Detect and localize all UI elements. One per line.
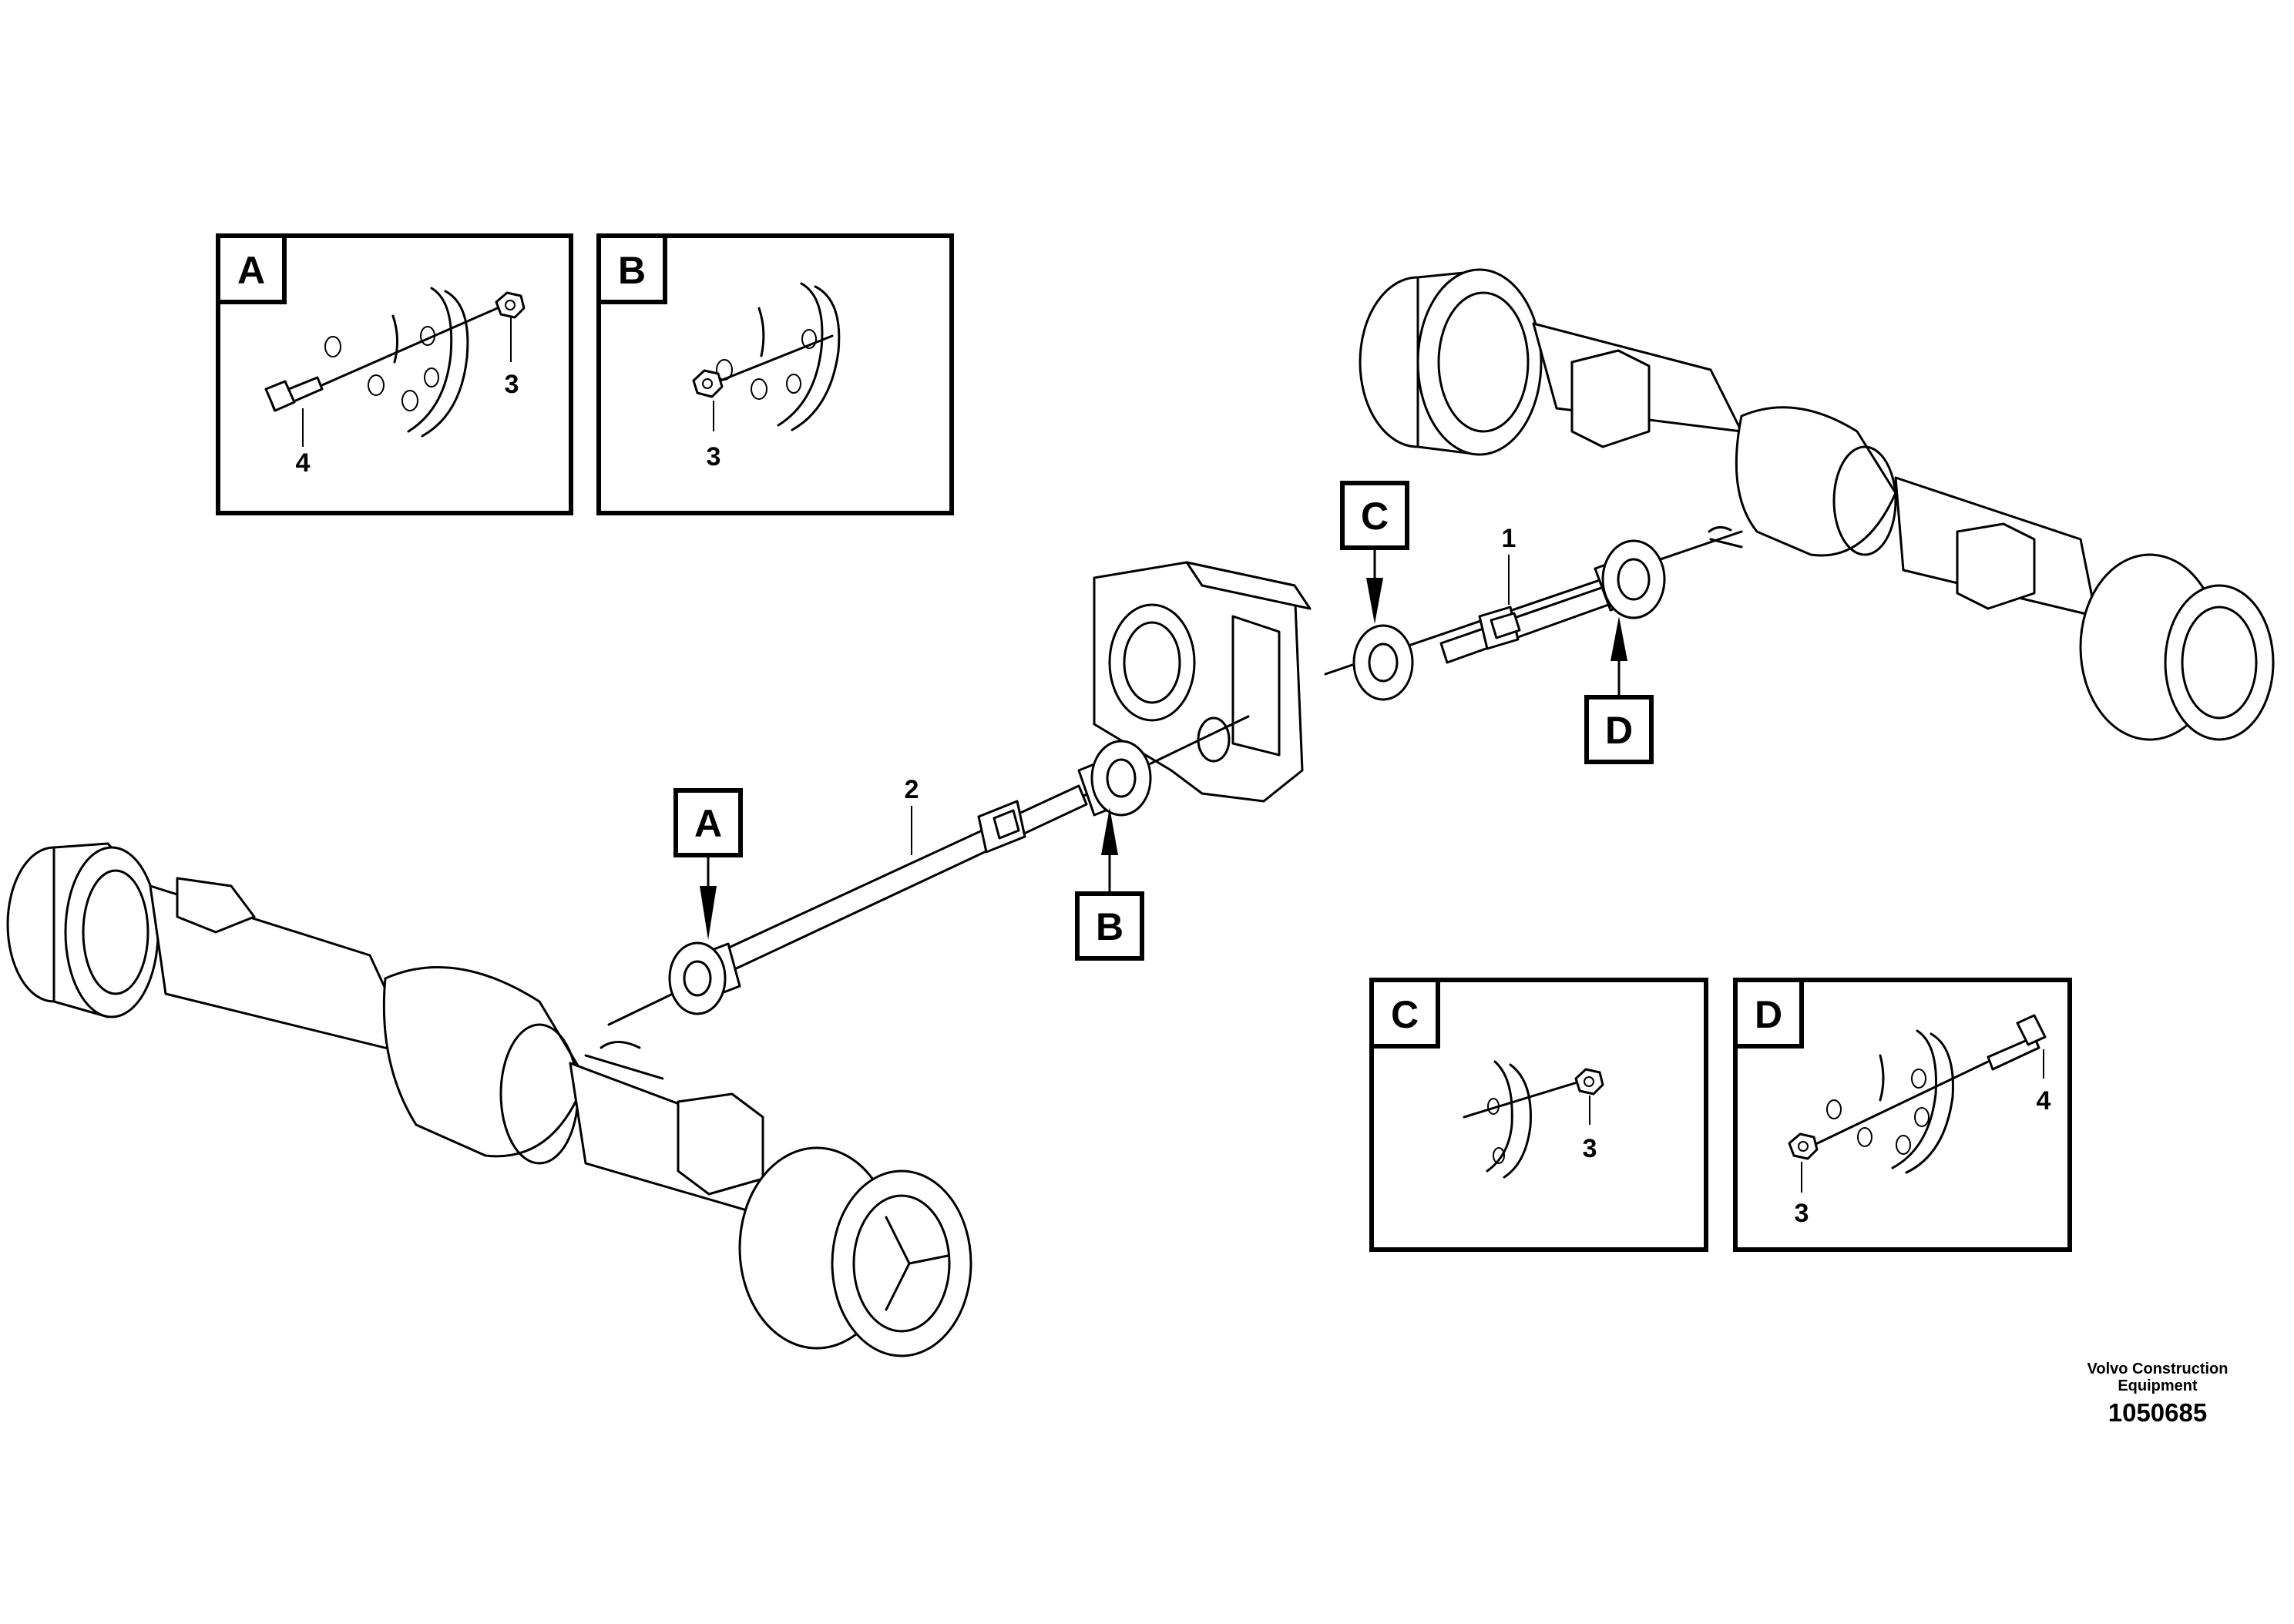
callout-label-c: C — [1391, 993, 1419, 1036]
main-callout-c: C — [1340, 481, 1409, 624]
item-number-4: 4 — [2037, 1086, 2051, 1116]
callout-box-c — [1369, 978, 1440, 1049]
front-axle — [6, 842, 972, 1357]
shaft-1-label: 1 — [1502, 524, 1516, 605]
nut-icon — [1574, 1068, 1604, 1096]
assembly-line — [1463, 1080, 1581, 1119]
main-callout-b: B — [1075, 807, 1144, 961]
detail-panel-d: D 3 4 — [1733, 978, 2072, 1252]
nut-icon — [495, 291, 526, 319]
item-number-4: 4 — [296, 448, 311, 478]
item-number-3: 3 — [707, 442, 721, 471]
callout-box-b — [1075, 891, 1144, 961]
assembly-line — [303, 305, 502, 394]
flange-drawing — [1826, 1029, 1954, 1174]
callout-label-a: A — [237, 249, 265, 292]
callout-box-b — [596, 233, 667, 304]
flange-drawing — [716, 282, 841, 431]
detail-panel-c: C 3 — [1369, 978, 1708, 1252]
callout-label-c: C — [1361, 495, 1389, 538]
item-number-1: 1 — [1502, 524, 1516, 553]
propeller-shaft-1 — [1324, 530, 1743, 701]
detail-panel-b: B 3 — [596, 233, 954, 515]
arrow-icon — [700, 886, 717, 940]
arrow-icon — [1101, 807, 1118, 855]
assembly-line — [1806, 1060, 1990, 1149]
transfer-gearbox — [1093, 561, 1312, 803]
item-number-3: 3 — [1583, 1134, 1597, 1163]
rear-axle — [1359, 268, 2275, 741]
main-callout-a: A — [673, 788, 743, 940]
detail-panel-a: A 3 4 — [216, 233, 573, 515]
document-number: 1050685 — [2108, 1398, 2208, 1427]
item-number-2: 2 — [905, 775, 919, 804]
bolt-icon — [264, 376, 324, 412]
item-number-3: 3 — [505, 370, 519, 399]
bolt-icon — [1987, 1014, 2047, 1071]
arrow-icon — [1611, 616, 1627, 661]
propeller-shaft-2 — [607, 715, 1250, 1026]
shaft-2-label: 2 — [905, 775, 919, 855]
callout-box-d — [1733, 978, 1804, 1049]
callout-box-c — [1340, 481, 1409, 550]
callout-box-d — [1584, 695, 1654, 764]
callout-label-b: B — [618, 249, 646, 292]
arrow-icon — [1366, 578, 1383, 624]
callout-label-d: D — [1755, 993, 1782, 1036]
item-number-3: 3 — [1795, 1199, 1809, 1228]
callout-label-a: A — [694, 802, 722, 845]
publisher-line-2: Equipment — [2118, 1377, 2198, 1394]
callout-box-a — [216, 233, 287, 304]
callout-label-d: D — [1605, 709, 1633, 752]
callout-box-a — [673, 788, 743, 857]
callout-label-b: B — [1096, 905, 1123, 948]
flange-yoke — [1352, 624, 1414, 701]
assembly-line — [711, 334, 834, 385]
nut-icon — [692, 369, 724, 398]
main-callout-d: D — [1584, 616, 1654, 764]
publisher-credit: Volvo Construction Equipment 1050685 — [2034, 1361, 2281, 1428]
nut-icon — [1788, 1132, 1819, 1160]
publisher-line-1: Volvo Construction — [2087, 1361, 2229, 1377]
